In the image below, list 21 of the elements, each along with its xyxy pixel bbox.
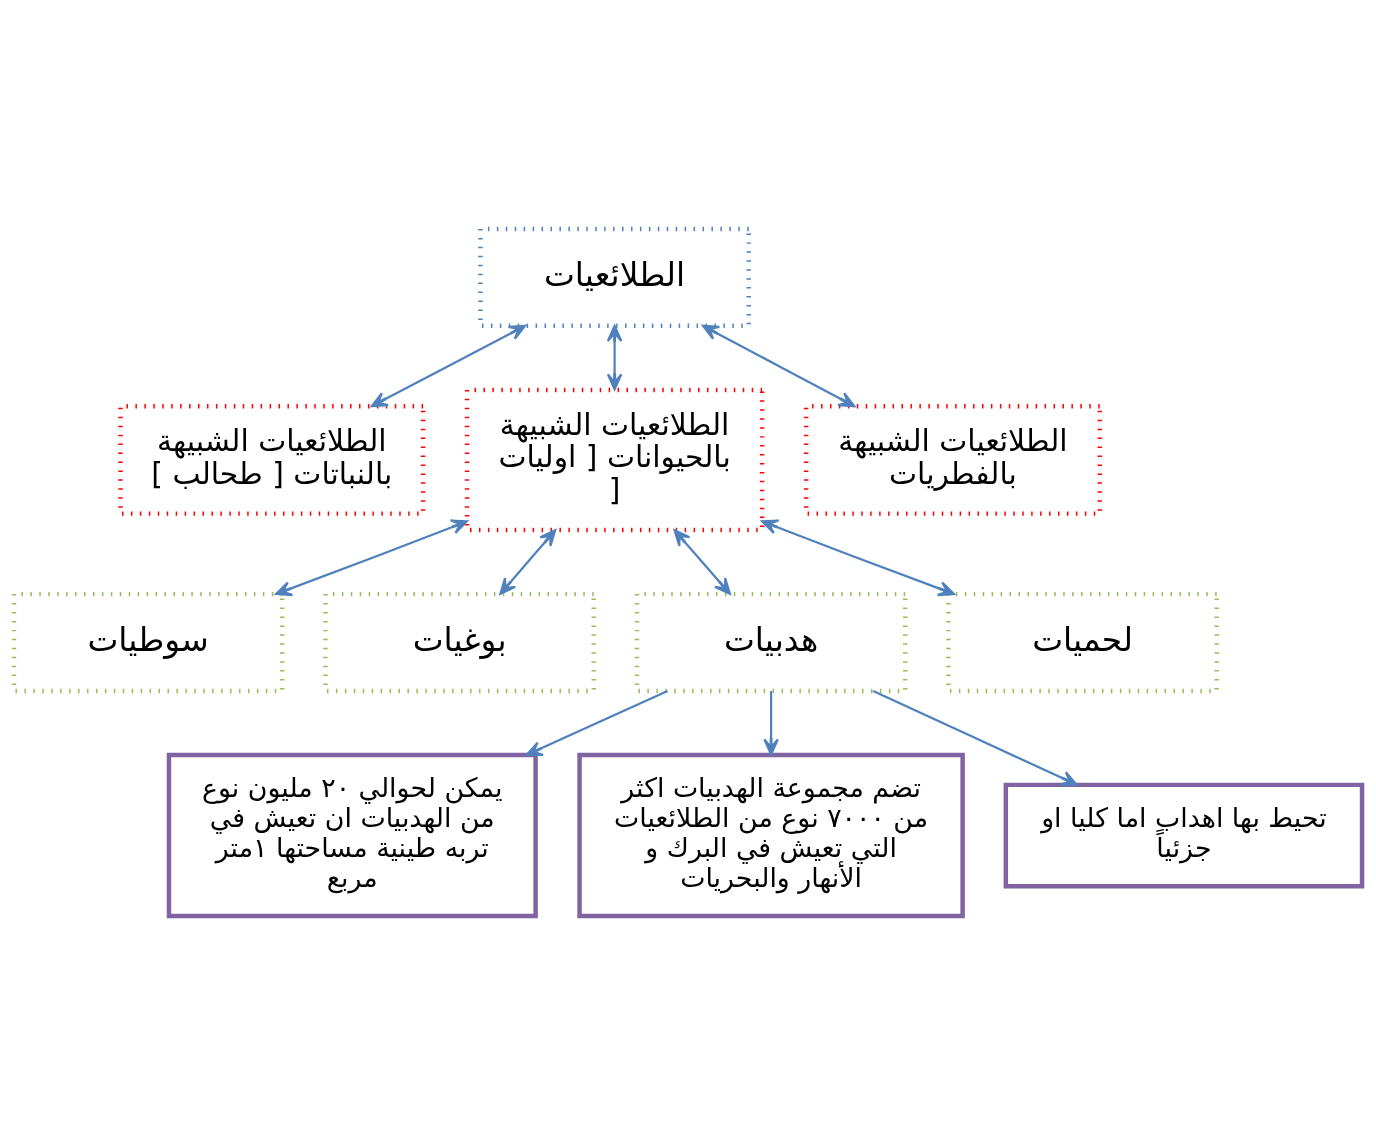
arrow (525, 689, 669, 756)
node-box: تحيط بها اهداب اما كليا او جزئياً (1003, 782, 1365, 888)
arrow (370, 324, 527, 407)
node-box: يمكن لحوالي ٢٠ مليون نوع من الهدبيات ان تعيش في تربه طينية مساحتها ١متر مربع (166, 752, 538, 918)
arrow (275, 518, 468, 596)
node-box: تضم مجموعة الهدبيات اكثر من ٧٠٠٠ نوع من الطلائعيات التي تعيش في البرك و الأنهار والبحريات (577, 752, 965, 918)
node-box: بوغيات (323, 591, 596, 693)
node-box: الطلائعيات الشبيهة بالحيوانات [ اوليات ] (464, 387, 765, 532)
arrow (761, 518, 956, 596)
node-box: الطلائعيات الشبيهة بالفطريات (803, 403, 1102, 516)
node-box: الطلائعيات (478, 226, 751, 328)
arrow (701, 324, 856, 407)
arrow (673, 528, 731, 595)
arrow (763, 690, 779, 755)
node-box: لحميات (946, 591, 1219, 693)
node-box: الطلائعيات الشبيهة بالنباتات [ طحالب ] (118, 403, 426, 516)
arrow (499, 528, 557, 595)
node-box: سوطيات (11, 591, 285, 693)
node-box: هدبيات (634, 591, 908, 693)
arrow (606, 324, 623, 390)
arrow (872, 689, 1078, 786)
